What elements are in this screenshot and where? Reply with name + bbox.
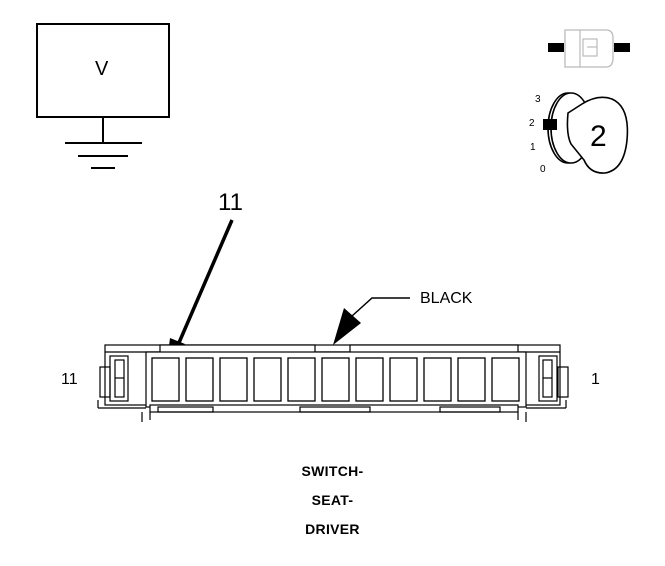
connector-icon bbox=[548, 29, 630, 68]
component-name-line-2: SEAT- bbox=[311, 492, 354, 508]
cavity-2 bbox=[457, 357, 486, 402]
terminal-cavities bbox=[151, 357, 520, 402]
color-leader-arrow bbox=[333, 297, 410, 345]
cavity-5 bbox=[355, 357, 384, 402]
ignition-key-icon bbox=[543, 92, 629, 174]
cavity-3 bbox=[423, 357, 452, 402]
pin-callout-arrow bbox=[167, 219, 234, 362]
component-name-line-3: DRIVER bbox=[305, 521, 360, 537]
voltmeter-symbol bbox=[36, 23, 170, 169]
cavity-11 bbox=[151, 357, 180, 402]
ground-icon bbox=[65, 142, 142, 169]
cavity-10 bbox=[185, 357, 214, 402]
cavity-8 bbox=[253, 357, 282, 402]
component-name-line-1: SWITCH- bbox=[301, 463, 364, 479]
voltmeter-label: V bbox=[95, 58, 109, 80]
cavity-1 bbox=[491, 357, 520, 402]
cavity-9 bbox=[219, 357, 248, 402]
ignition-position-3: 3 bbox=[535, 94, 541, 105]
ignition-key-position: 2 bbox=[590, 120, 607, 153]
left-end-pin-number: 11 bbox=[61, 371, 78, 388]
connector-color-label: BLACK bbox=[420, 290, 473, 307]
pin-callout-number: 11 bbox=[218, 189, 243, 216]
ignition-position-0: 0 bbox=[540, 164, 546, 175]
cavity-6 bbox=[321, 357, 350, 402]
ignition-position-1: 1 bbox=[530, 142, 536, 153]
ignition-position-2: 2 bbox=[529, 118, 535, 129]
cavity-4 bbox=[389, 357, 418, 402]
right-end-pin-number: 1 bbox=[591, 371, 600, 388]
cavity-7 bbox=[287, 357, 316, 402]
